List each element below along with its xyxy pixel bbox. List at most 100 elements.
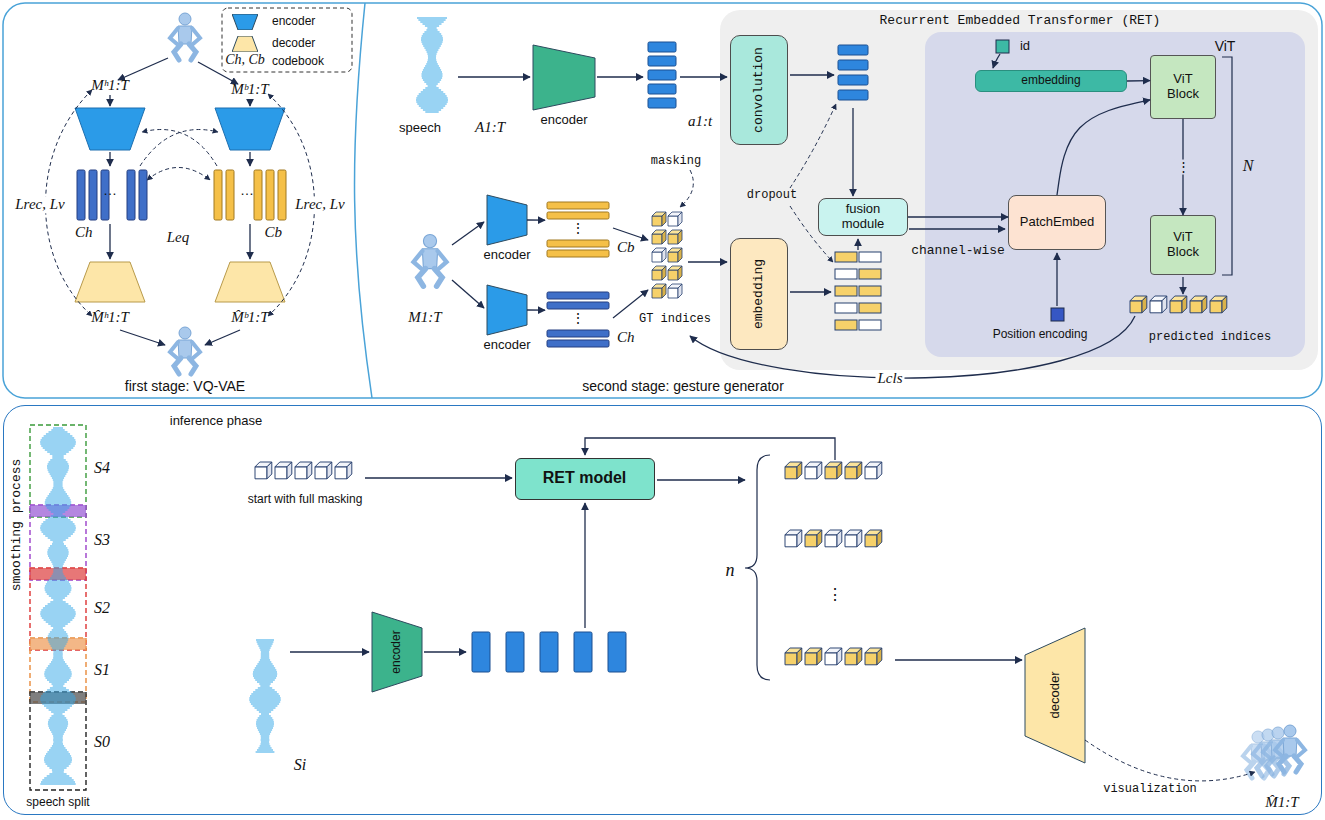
token-cube [865,653,877,665]
token-cube [275,462,292,479]
label-text: Mʰ1:T [91,77,129,94]
token-cube [785,462,802,479]
token-cube [825,648,842,665]
token-cube [662,284,666,298]
codebook-bar [127,170,135,220]
feature-bar [648,70,676,80]
embedding-bar: embedding [975,70,1127,92]
arrow [657,479,745,480]
embedded-token [835,286,857,296]
feature-bar [506,632,524,672]
trapezoid-outline [487,285,527,335]
token-cube [315,462,332,467]
arrow [597,76,643,77]
code-bar [547,202,609,209]
token-cube [652,284,666,298]
node-text: Recurrent Embedded Transformer (RET) [880,14,1161,29]
label-text: … [103,182,117,198]
dashed-arrow [790,104,836,188]
token-cube [335,467,347,479]
feature-bar [472,632,490,672]
label-text: smoothing process [10,459,25,592]
arrow [909,228,1005,229]
label-text: Leq [167,229,190,246]
dashed-arrow [46,90,1256,781]
edge-label: ⋮ [1175,160,1192,175]
process-box: embedding [730,238,788,350]
node-text: ViT [1215,38,1236,54]
trapezoid-outline [533,45,595,110]
symbol-square [996,40,1009,53]
overlap-strip [30,692,86,704]
token-cube [678,248,682,262]
token-cube [1162,296,1167,313]
token-cube [668,216,678,226]
token-cube [817,530,822,547]
label-text: a1:t [688,113,712,130]
token-cube [1170,301,1182,313]
token-cube [652,248,666,252]
token-cube [652,248,666,262]
label-text: speech split [26,796,89,810]
stage-panel: RET modelencoderdecoderinference phase [3,405,1322,815]
dashed-arrow [142,130,217,166]
token-cube [1222,296,1227,313]
dashed-arrow [147,168,210,181]
arrow [365,477,512,478]
feature-bar [648,84,676,94]
token-cube [805,462,822,467]
legend-text: codebook [272,55,324,69]
token-cube [797,530,802,547]
code-bar [547,292,609,299]
legend-swatch [232,14,258,30]
token-cube [865,462,882,467]
model-box: RET model [515,458,655,500]
arrow [109,95,110,106]
dashed-arrow [140,130,218,166]
token-cube [785,653,797,665]
token-cube [668,248,682,262]
token-cube [1130,301,1142,313]
token-cube [845,648,862,665]
label-text: N [1243,157,1254,175]
edge-label: channel-wise [909,244,1007,259]
embedded-token [859,286,881,296]
token-cube [1190,296,1207,313]
feature-bar [608,632,626,672]
split-window [30,692,86,790]
overlap-strip [30,505,86,517]
figure [1243,731,1273,778]
code-bar [547,240,609,247]
codebook-bar [266,170,274,220]
label-text: M1:T [408,309,441,326]
figure [1263,727,1293,774]
token-cube [1130,296,1147,313]
label-text: Ch, Cb [225,52,265,68]
arrow [790,291,831,292]
node-text: Cb [617,239,635,256]
token-cube [668,230,682,234]
vq-decoder [75,262,285,302]
label-text: Lrec, Lv [293,196,346,213]
token-cube [652,284,666,288]
token-cube [837,462,842,479]
token-cube [785,648,802,653]
legend-box [222,8,352,72]
token-cube [825,530,842,535]
arrow [895,659,1022,660]
label-text: M̂1:T [1265,794,1298,811]
token-cube [1210,296,1227,313]
node-text: embedding [752,259,767,329]
token-cube [347,462,352,479]
token-cube [678,212,682,226]
token-cube [845,462,862,479]
token-cube [805,530,822,535]
token-cube [825,535,837,547]
split-window [30,568,86,650]
trapezoid-shape [487,285,527,335]
embedded-token [835,252,857,262]
token-cube [295,467,307,479]
node-text: inference phase [170,414,263,429]
overlap-strip [30,505,86,704]
